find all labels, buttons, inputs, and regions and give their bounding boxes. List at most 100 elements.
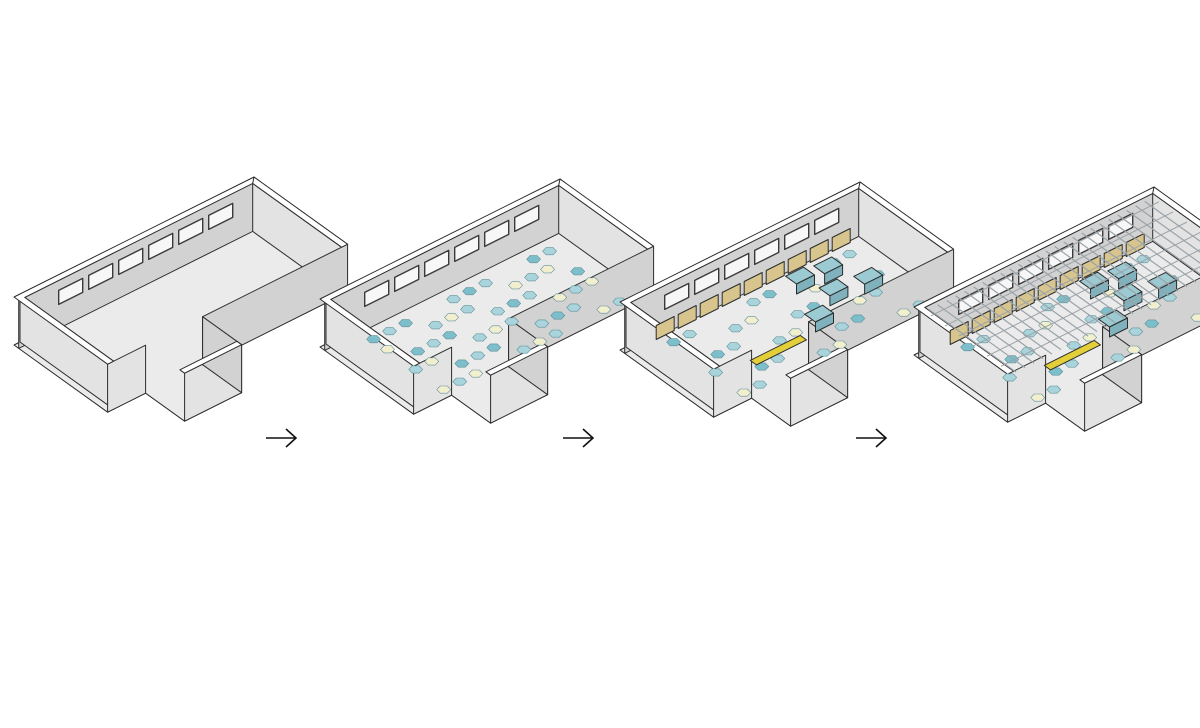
floor-hexagon — [366, 335, 381, 344]
ceiling-beam — [982, 281, 1071, 346]
window — [207, 202, 234, 231]
window — [514, 204, 540, 233]
front-wall — [1007, 354, 1047, 423]
floor-hexagon — [486, 343, 502, 352]
floor-hexagon — [398, 319, 413, 328]
window — [177, 217, 204, 246]
floor-hexagon — [726, 342, 742, 351]
display-table-side — [829, 286, 849, 307]
floor-hexagon — [896, 308, 912, 317]
floor-hexagon — [504, 317, 520, 326]
front-wall — [413, 346, 453, 415]
floor-hexagon — [542, 247, 557, 256]
floor-hexagon — [444, 313, 459, 322]
wood-shelf — [787, 250, 807, 274]
floor-hexagon — [596, 305, 612, 314]
floor-hexagon — [752, 380, 768, 389]
counter — [749, 334, 807, 366]
wall-top — [179, 340, 243, 374]
furniture-layout-icon — [619, 181, 955, 427]
floor-hexagon — [522, 291, 538, 300]
ceiling-beam — [1027, 259, 1116, 324]
floor-hexagon — [850, 314, 866, 323]
floor-hexagon — [452, 377, 468, 386]
floor-hexagon — [508, 281, 523, 290]
floor-hexagon — [532, 337, 548, 346]
floor-hexagon — [736, 388, 752, 397]
floor-hexagon — [1046, 385, 1062, 394]
floor-hexagon — [790, 310, 806, 319]
wood-shelf — [677, 305, 697, 329]
floor-hexagon — [568, 285, 584, 294]
floor-hexagon — [478, 279, 493, 288]
floor-hexagon — [1126, 345, 1142, 354]
floor-hexagon — [490, 307, 506, 316]
floor-hexagon — [540, 265, 555, 274]
wood-shelf — [655, 316, 675, 340]
ceiling-beam — [973, 286, 1062, 351]
ceiling-beam — [955, 295, 1044, 360]
floor-hexagon — [410, 347, 426, 356]
ceiling-beam — [928, 308, 1017, 373]
wood-shelf — [721, 283, 741, 307]
ceiling-rail — [944, 211, 1174, 327]
floor-hexagon — [1128, 327, 1144, 336]
display-table-side — [824, 264, 844, 285]
wood-shelf — [1037, 277, 1057, 301]
ceiling-beam — [1117, 214, 1200, 275]
floor-hexagon — [460, 305, 475, 314]
floor-hexagon — [708, 368, 724, 377]
floor-hexagon — [682, 330, 697, 339]
wood-shelf — [743, 272, 763, 296]
ceiling-beam — [1000, 272, 1089, 337]
floor-hexagon — [454, 359, 470, 368]
window — [364, 279, 390, 308]
ceiling-beam — [1144, 200, 1200, 242]
floor-hexagon — [770, 354, 786, 363]
floor-hexagon — [852, 296, 868, 305]
wall-top — [858, 181, 955, 253]
floor-hexagon — [570, 267, 586, 276]
floor-hexagon — [524, 273, 539, 282]
ceiling-grid-icon — [913, 186, 1200, 432]
floor-hexagon — [788, 328, 804, 337]
floor-hexagon — [584, 277, 600, 286]
display-table-side — [1109, 317, 1128, 338]
ceiling-beam — [1126, 209, 1200, 264]
window — [58, 277, 84, 306]
window — [784, 222, 810, 251]
floor-hexagon — [816, 348, 832, 357]
floor-hexagon — [746, 298, 761, 307]
wood-shelf — [949, 321, 969, 345]
window — [814, 207, 840, 236]
ceiling-rail — [972, 232, 1200, 347]
floor-hexagon — [1190, 313, 1200, 322]
floor-hexagon — [506, 299, 522, 308]
floor-hexagon — [408, 365, 424, 374]
window — [664, 282, 690, 311]
floor-hexagon — [468, 369, 484, 378]
ceiling-beam — [1045, 250, 1134, 315]
floor-hexagon — [754, 362, 770, 371]
display-table-side — [796, 274, 815, 295]
arrow-right-icon — [266, 428, 298, 448]
arrow-right-icon — [856, 428, 888, 448]
window — [1077, 227, 1104, 256]
ceiling-beam — [1135, 205, 1200, 253]
floor-hexagon — [424, 357, 440, 366]
window — [988, 272, 1014, 301]
ceiling-beam — [1072, 236, 1161, 301]
window — [754, 237, 780, 266]
floor-hexagon — [960, 343, 975, 352]
floor-hexagon — [834, 322, 850, 331]
ceiling-beam — [1009, 268, 1098, 333]
floor-hexagon — [442, 331, 458, 340]
floor-hexagon — [710, 350, 726, 359]
ceiling-rail — [958, 221, 1188, 337]
floor-hexagon — [842, 250, 857, 259]
wall-top — [252, 176, 349, 248]
floor-hexagon — [1064, 359, 1080, 368]
front-wall — [107, 344, 147, 413]
wood-shelf — [765, 261, 785, 285]
